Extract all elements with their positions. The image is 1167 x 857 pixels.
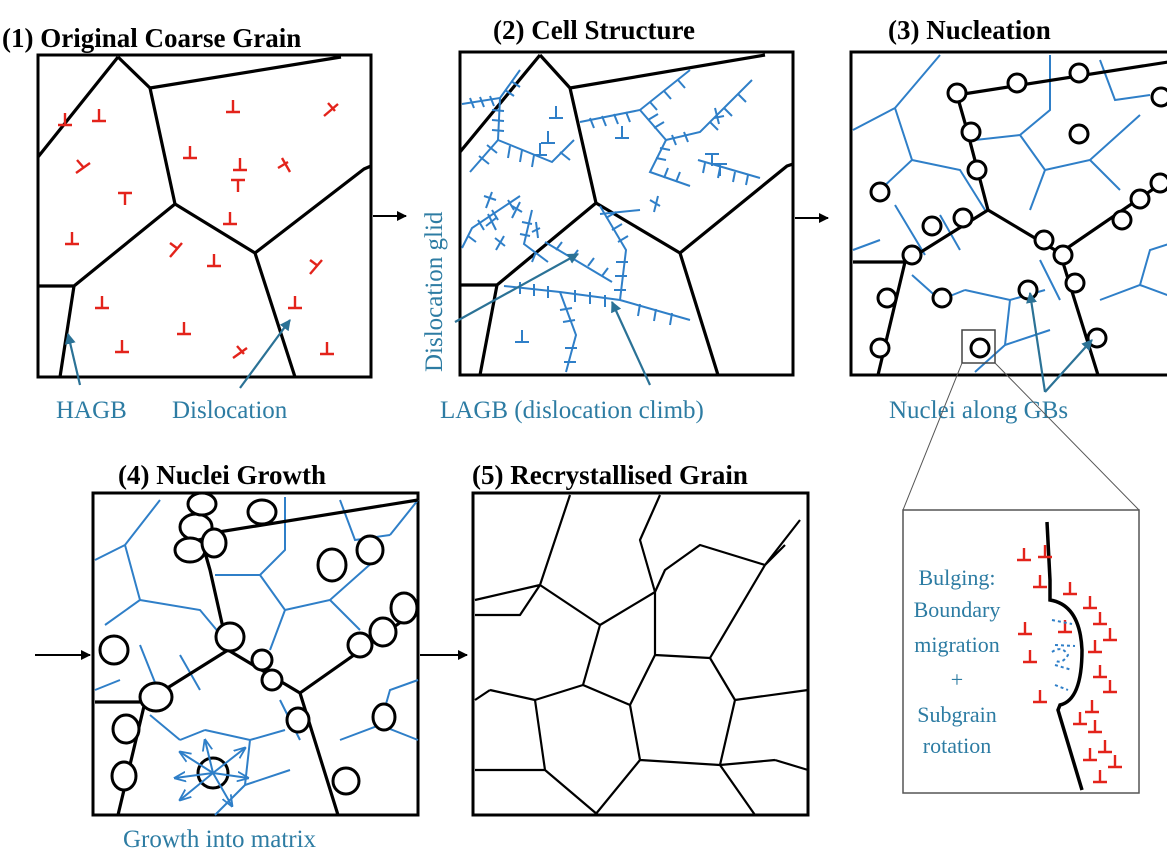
nucleus bbox=[876, 287, 898, 309]
nucleus bbox=[1086, 327, 1108, 349]
panel-1-original-coarse-grain: (1) Original Coarse Grain bbox=[2, 23, 373, 424]
inset-dislocations bbox=[1017, 545, 1122, 784]
panel-2-cell-structure: (2) Cell Structure bbox=[421, 15, 795, 424]
nucleus bbox=[869, 337, 891, 359]
nucleus bbox=[946, 82, 968, 104]
nucleus bbox=[1033, 229, 1055, 251]
bulging-inset: Bulging: Boundary migration + Subgrain r… bbox=[902, 362, 1140, 794]
dislocation-glide-arrow bbox=[454, 253, 579, 323]
nucleus bbox=[1068, 123, 1090, 145]
panel-5-recrystallised-grain: (5) Recrystallised Grain bbox=[471, 460, 810, 817]
panel-4-growth-arrows bbox=[175, 740, 248, 806]
lagb-pointer-arrow bbox=[610, 300, 652, 386]
grown-nucleus bbox=[200, 527, 228, 559]
inset-connector-right bbox=[994, 362, 1140, 511]
nuclei-arrow-2 bbox=[1044, 339, 1093, 393]
grown-nucleus bbox=[138, 681, 174, 713]
nuclei-along-gbs-label: Nuclei along GBs bbox=[889, 397, 1068, 424]
inset-line-4: + bbox=[951, 667, 963, 692]
inset-line-6: rotation bbox=[923, 733, 991, 758]
grown-nucleus bbox=[250, 648, 274, 672]
panel-1-dislocations bbox=[58, 100, 339, 359]
panel-2-dislocations bbox=[483, 106, 727, 343]
nucleus bbox=[869, 181, 891, 203]
panel-5-title: (5) Recrystallised Grain bbox=[472, 460, 748, 490]
dislocation-pointer-arrow bbox=[239, 319, 291, 389]
nucleus bbox=[1068, 62, 1090, 84]
grown-nucleus bbox=[260, 668, 284, 692]
grown-nucleus bbox=[355, 534, 385, 566]
panel-1-frame bbox=[36, 53, 373, 379]
grown-nucleus bbox=[389, 591, 419, 625]
nucleus bbox=[969, 337, 991, 359]
nucleus bbox=[1006, 72, 1028, 94]
grown-nucleus bbox=[98, 634, 130, 666]
nucleus bbox=[1150, 86, 1167, 108]
panel-4-grown-nuclei bbox=[98, 491, 419, 796]
nucleus bbox=[921, 215, 943, 237]
panel-3-title: (3) Nucleation bbox=[888, 15, 1051, 45]
panel-3-nuclei bbox=[869, 62, 1167, 359]
nucleus bbox=[952, 207, 974, 229]
hagb-pointer-arrow bbox=[64, 332, 82, 386]
nucleus bbox=[1129, 188, 1151, 210]
panel-2-title: (2) Cell Structure bbox=[493, 15, 695, 45]
dislocation-label: Dislocation bbox=[172, 397, 288, 424]
panel-4-title: (4) Nuclei Growth bbox=[118, 460, 326, 490]
inset-source-box bbox=[961, 329, 996, 364]
grown-nucleus bbox=[111, 713, 141, 745]
inset-line-3: migration bbox=[914, 632, 1000, 657]
grown-nucleus bbox=[246, 498, 278, 526]
inset-connector-left bbox=[902, 362, 963, 511]
nucleus bbox=[1149, 172, 1167, 194]
nucleus bbox=[1052, 244, 1074, 266]
grown-nucleus bbox=[346, 631, 374, 659]
nucleus bbox=[931, 287, 953, 309]
inset-bulge-arrows bbox=[1051, 619, 1076, 691]
nucleus bbox=[901, 244, 923, 266]
growth-into-matrix-label: Growth into matrix bbox=[123, 826, 317, 853]
panel-2-frame bbox=[458, 50, 795, 377]
panel-4-nuclei-growth: (4) Nuclei Growth bbox=[91, 460, 420, 853]
inset-line-2: Boundary bbox=[914, 597, 1001, 622]
nucleus bbox=[1064, 272, 1086, 294]
grown-nucleus bbox=[186, 491, 218, 517]
nuclei-arrow-1 bbox=[1026, 291, 1047, 393]
grown-nucleus bbox=[316, 547, 348, 583]
panel-2-lagb-ticks bbox=[467, 79, 749, 363]
panel-3-nucleation: (3) Nucleation bbox=[849, 15, 1167, 424]
grown-nucleus bbox=[110, 760, 138, 792]
grown-nucleus bbox=[368, 616, 398, 648]
panel-5-grain-network bbox=[474, 494, 809, 816]
panel-1-title: (1) Original Coarse Grain bbox=[2, 23, 301, 53]
panel-1-grain-boundaries bbox=[36, 55, 372, 378]
nucleus bbox=[1111, 209, 1133, 231]
inset-line-5: Subgrain bbox=[917, 702, 996, 727]
nucleus bbox=[1017, 279, 1039, 301]
inset-bulging-boundary bbox=[1045, 521, 1084, 791]
nucleus bbox=[960, 121, 982, 143]
hagb-label: HAGB bbox=[56, 397, 127, 424]
dislocation-glide-label: Dislocation glid bbox=[421, 211, 448, 372]
lagb-label: LAGB (dislocation climb) bbox=[440, 397, 704, 424]
grown-nucleus bbox=[285, 706, 311, 734]
grown-nucleus bbox=[371, 702, 397, 732]
grown-nucleus bbox=[173, 536, 207, 564]
grown-nucleus bbox=[214, 621, 246, 653]
grown-nucleus bbox=[331, 766, 361, 796]
inset-line-1: Bulging: bbox=[918, 565, 995, 590]
nucleus bbox=[966, 159, 988, 181]
